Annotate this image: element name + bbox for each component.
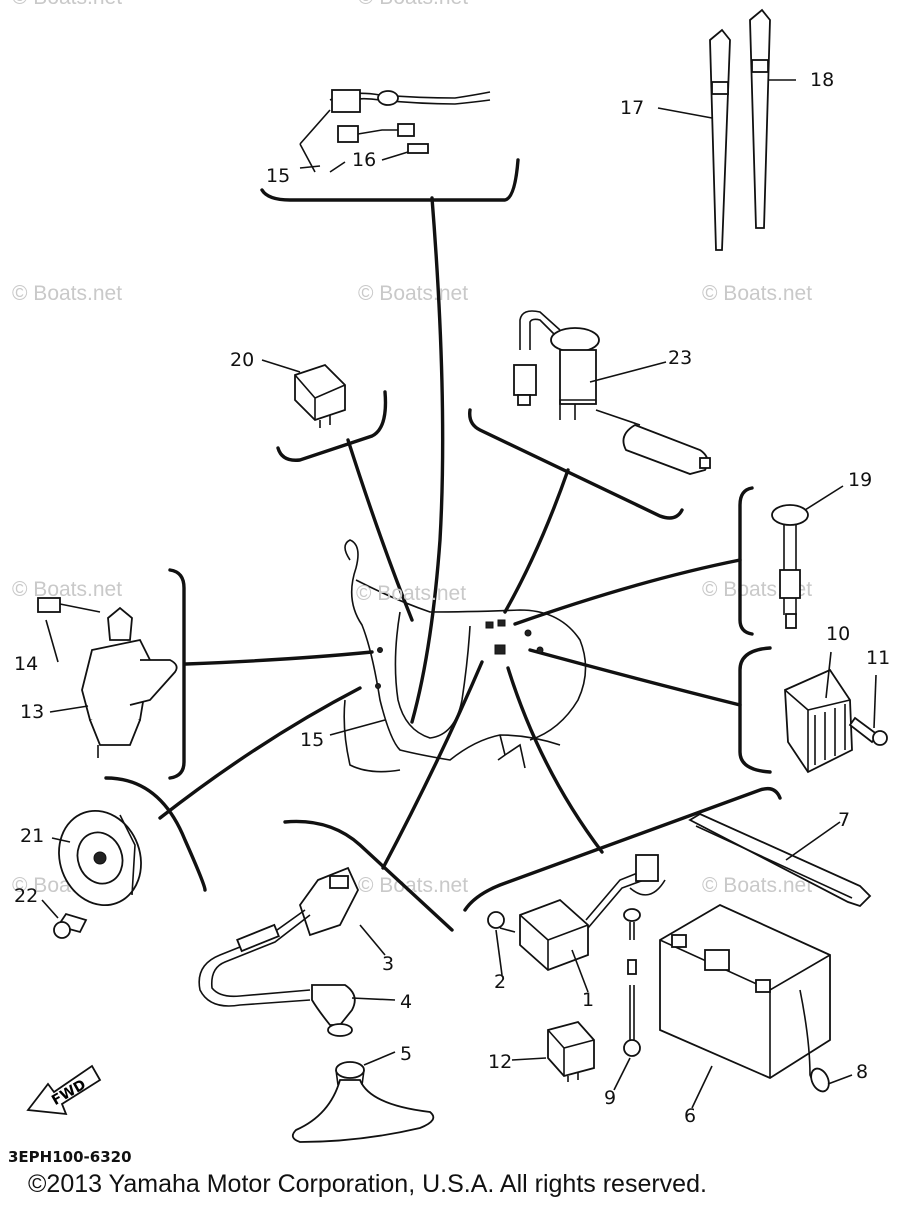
callout-20: 20 <box>230 349 254 371</box>
callout-19: 19 <box>848 469 872 491</box>
bracket-ignition <box>168 568 186 780</box>
ignition-switch <box>37 597 178 758</box>
bracket-fuel-sender <box>468 408 684 520</box>
watermark: © Boats.net <box>358 282 468 305</box>
watermark: © Boats.net <box>358 0 468 9</box>
horn <box>53 809 142 939</box>
callout-23: 23 <box>668 347 692 369</box>
cdi-unit <box>487 854 666 972</box>
leader-ignition <box>184 650 374 666</box>
callout-2: 2 <box>494 971 506 993</box>
fwd-arrow: FWD <box>26 1064 102 1116</box>
battery <box>659 812 872 1093</box>
leader-coil <box>381 660 484 870</box>
watermark: © Boats.net <box>12 0 122 9</box>
rectifier <box>784 668 888 774</box>
bracket-rectifier <box>738 646 772 774</box>
callout-13: 13 <box>20 701 44 723</box>
thermo-sensor <box>771 504 809 629</box>
watermark: © Boats.net <box>702 874 812 897</box>
callout-6: 6 <box>684 1105 696 1127</box>
callout-10: 10 <box>826 623 850 645</box>
callout-1: 1 <box>582 989 594 1011</box>
leader-relay <box>346 438 414 622</box>
bracket-cdi-battery <box>463 786 782 912</box>
group-brackets <box>104 158 782 932</box>
bracket-sensor <box>738 486 754 636</box>
callout-3: 3 <box>382 953 394 975</box>
bracket-horn <box>104 776 207 892</box>
leader-rectifier <box>528 648 742 707</box>
callout-14: 14 <box>14 653 38 675</box>
callout-15: 15 <box>266 165 290 187</box>
callout-21: 21 <box>20 825 44 847</box>
relay <box>294 363 346 428</box>
callout-22: 22 <box>14 885 38 907</box>
callout-15-center: 15 <box>300 729 324 751</box>
leader-horn <box>158 686 362 820</box>
watermarks: © Boats.net © Boats.net © Boats.net © Bo… <box>12 0 812 897</box>
watermark: © Boats.net <box>356 582 466 605</box>
watermark: © Boats.net <box>12 282 122 305</box>
callout-8: 8 <box>856 1061 868 1083</box>
callout-16: 16 <box>352 149 376 171</box>
starter-relay <box>547 1020 595 1082</box>
bracket-relay <box>276 390 388 462</box>
leader-cdi <box>506 666 604 854</box>
ignition-coil <box>198 866 435 1143</box>
watermark: © Boats.net <box>12 578 122 601</box>
callout-4: 4 <box>400 991 412 1013</box>
callout-9: 9 <box>604 1087 616 1109</box>
callout-12: 12 <box>488 1051 512 1073</box>
watermark: © Boats.net <box>702 282 812 305</box>
callout-leaders <box>41 79 877 1109</box>
callout-5: 5 <box>400 1043 412 1065</box>
callout-18: 18 <box>810 69 834 91</box>
bracket-coil <box>283 819 454 932</box>
drawing-code: 3EPH100-6320 <box>8 1148 132 1166</box>
callout-17: 17 <box>620 97 644 119</box>
chassis-outline: © Boats.net <box>343 539 587 773</box>
leader-harness <box>410 196 445 724</box>
callout-labels: 17 18 15 16 20 23 19 10 11 14 13 15 21 2… <box>14 69 890 1127</box>
lead-wire <box>623 908 641 1057</box>
leader-fuel-sender <box>503 468 570 614</box>
callout-11: 11 <box>866 647 890 669</box>
bracket-harness <box>260 158 520 202</box>
wire-harness <box>299 89 491 173</box>
cable-ties <box>709 8 771 251</box>
fuel-sender <box>513 310 711 475</box>
copyright-notice: ©2013 Yamaha Motor Corporation, U.S.A. A… <box>28 1170 707 1198</box>
watermark: © Boats.net <box>358 874 468 897</box>
callout-7: 7 <box>838 809 850 831</box>
